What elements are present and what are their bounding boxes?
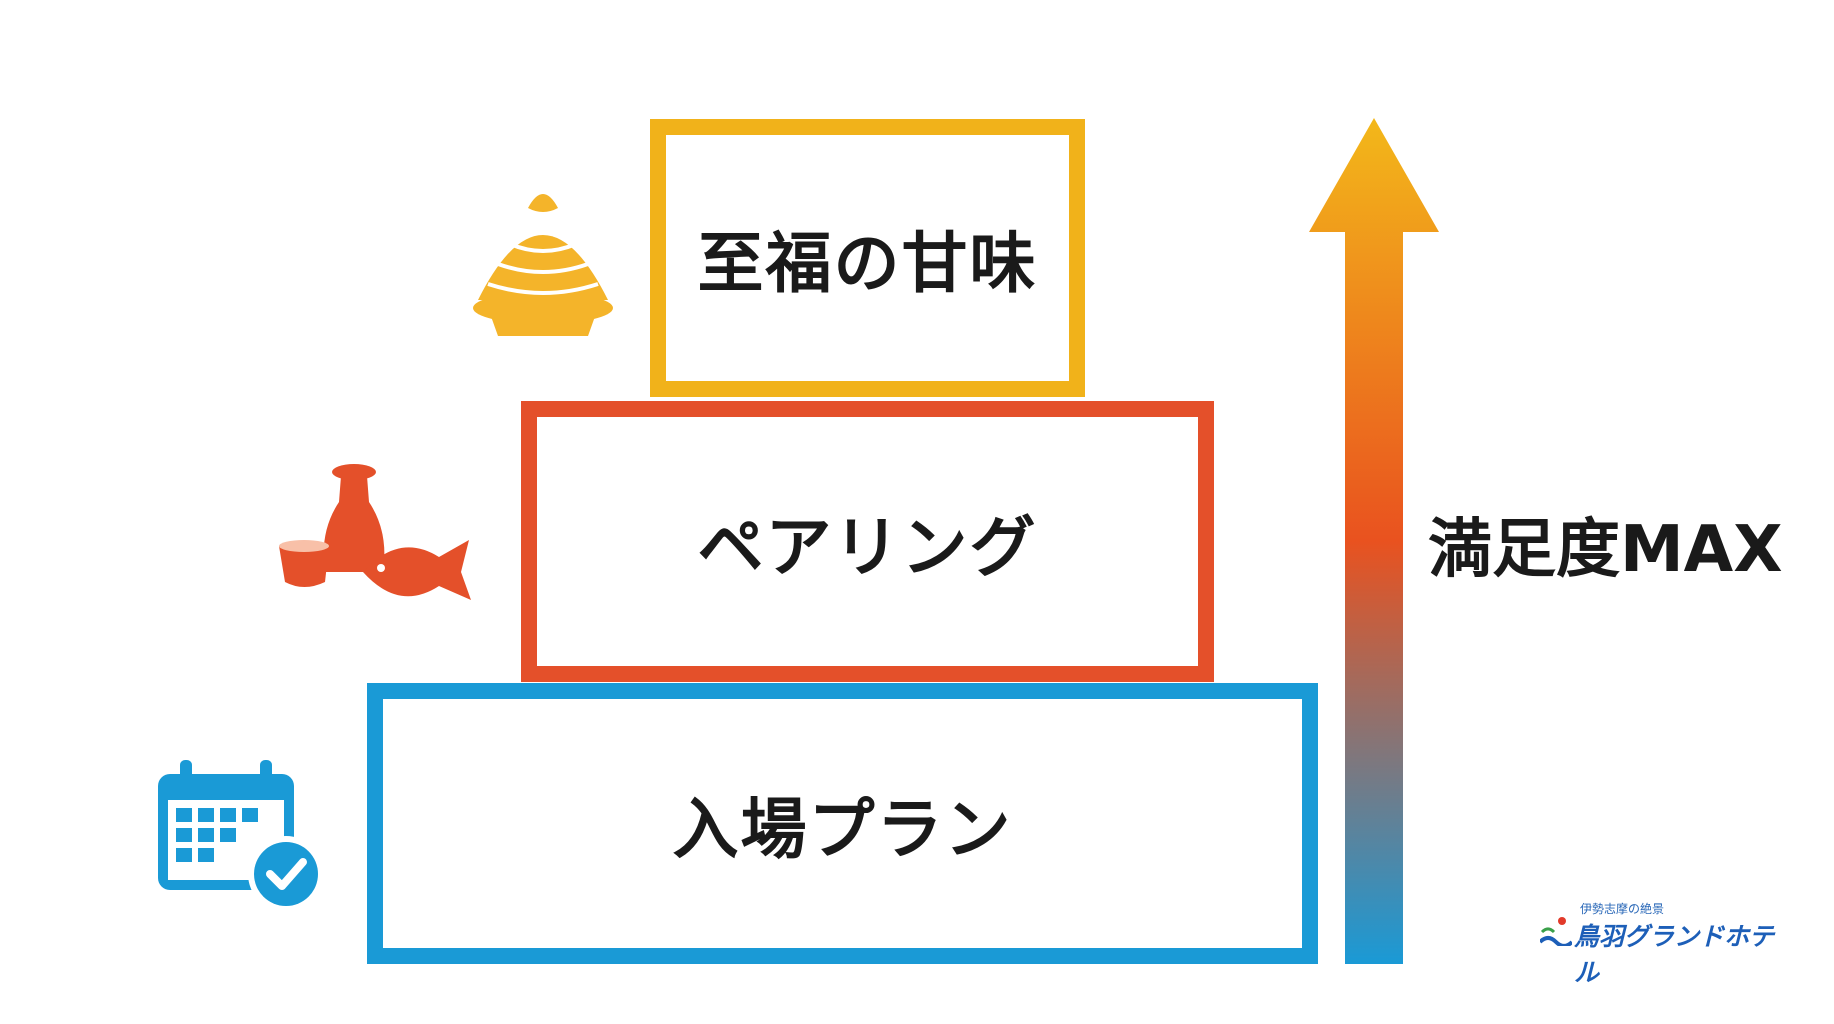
- level-middle-label: ペアリング: [697, 508, 1038, 586]
- level-middle-box: ペアリング: [521, 401, 1214, 682]
- satisfaction-max-label: 満足度MAX: [1428, 513, 1783, 587]
- logo-wave-icon: [1540, 917, 1572, 946]
- level-bottom-label: 入場プラン: [672, 790, 1013, 868]
- logo-tagline: 伊勢志摩の絶景: [1580, 902, 1665, 916]
- hotel-logo: 伊勢志摩の絶景 鳥羽グランドホテル: [1540, 900, 1780, 989]
- level-top-label: 至福の甘味: [697, 225, 1038, 302]
- logo-name: 鳥羽グランドホテル: [1574, 922, 1775, 987]
- mont-blanc-cake-icon: [473, 194, 613, 336]
- level-top-box: 至福の甘味: [650, 119, 1085, 397]
- level-bottom-box: 入場プラン: [367, 683, 1318, 964]
- calendar-check-icon: [158, 760, 324, 912]
- satisfaction-arrow: [1309, 118, 1439, 964]
- sake-and-fish-icon: [279, 464, 471, 600]
